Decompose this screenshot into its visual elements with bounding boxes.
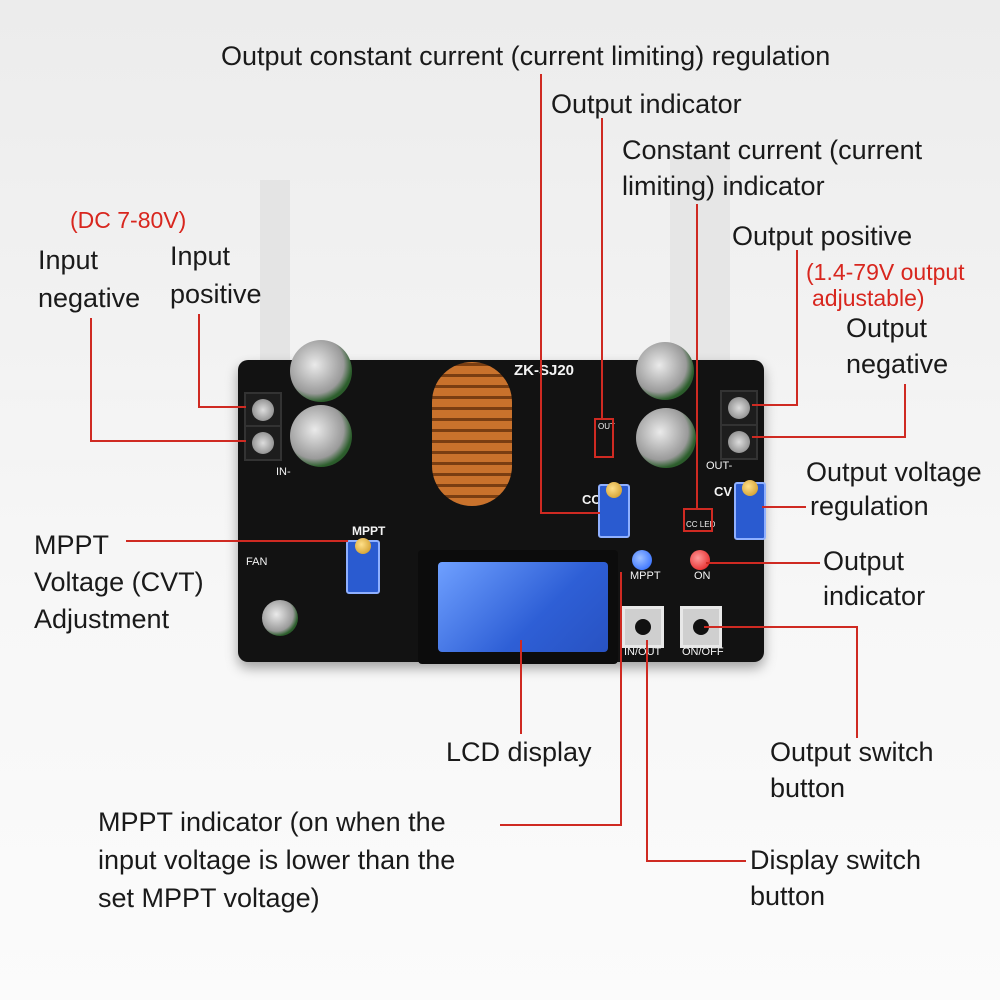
line-input-negative-h [90,440,246,442]
line-input-positive-h [198,406,246,408]
output-positive-terminal [720,390,758,426]
label-display-switch-2: button [750,881,826,911]
line-voltage-reg [762,506,806,508]
line-output-negative-v [904,384,906,438]
label-input-range: (DC 7-80V) [70,207,187,233]
display-switch-button[interactable] [622,606,664,648]
line-input-positive-v [198,314,200,408]
label-output-range-2: adjustable) [812,285,925,311]
label-mppt-adj-3: Adjustment [34,604,170,634]
line-output-switch-v [856,626,858,738]
silk-out-minus: OUT- [706,460,733,472]
lcd-display [418,550,618,664]
silk-cv: CV [714,484,733,499]
label-output-negative-1: Output [846,313,928,343]
line-output-positive-h [752,404,798,406]
output-capacitor-top [636,342,694,400]
label-cc-indicator-2: limiting) indicator [622,171,825,201]
mppt-potentiometer[interactable] [346,538,380,594]
line-output-indicator-r [706,562,820,564]
label-mppt-ind-1: MPPT indicator (on when the [98,807,446,837]
label-output-indicator-top: Output indicator [551,89,742,119]
output-negative-terminal [720,424,758,460]
silk-out: OUT [598,422,615,431]
line-input-negative-v [90,318,92,442]
output-capacitor-bottom [636,408,696,468]
label-input-positive-1: Input [170,241,231,271]
inductor-coil [432,362,512,506]
silk-in-out: IN/OUT [624,646,662,658]
line-mppt-ind-h [500,824,622,826]
line-output-indicator [601,118,603,418]
line-output-positive-v [796,250,798,406]
label-output-positive: Output positive [732,221,913,251]
line-display-switch-h [646,860,746,862]
silk-on-led: ON [694,570,711,582]
line-lcd [520,640,522,734]
input-positive-terminal [244,392,282,428]
label-voltage-reg-2: regulation [810,491,929,521]
input-negative-terminal [244,425,282,461]
silk-cc: CC [582,492,601,507]
line-output-negative-h [752,436,906,438]
label-output-switch-1: Output switch [770,737,934,767]
silk-in-minus: IN- [276,466,291,478]
input-capacitor-bottom [290,405,352,467]
label-input-positive-2: positive [170,279,262,309]
label-input-negative-2: negative [38,283,141,313]
label-output-indicator-r-1: Output [823,546,905,576]
label-mppt-adj-1: MPPT [34,530,110,560]
silk-on-off: ON/OFF [682,646,724,658]
silk-fan: FAN [246,556,268,568]
cc-potentiometer[interactable] [598,482,630,538]
label-display-switch-1: Display switch [750,845,922,875]
board-model: ZK-SJ20 [514,362,575,379]
label-output-indicator-r-2: indicator [823,581,926,611]
label-voltage-reg-1: Output voltage [806,457,982,487]
silk-mppt: MPPT [352,524,386,538]
input-capacitor-top [290,340,352,402]
label-output-negative-2: negative [846,349,949,379]
mppt-led [632,550,652,570]
line-display-switch-v [646,640,648,862]
output-led-outline [594,418,614,458]
label-mppt-adj-2: Voltage (CVT) [34,567,204,597]
line-cc-indicator [696,204,698,510]
label-mppt-ind-2: input voltage is lower than the [98,845,456,875]
label-mppt-ind-3: set MPPT voltage) [98,883,320,913]
cv-potentiometer[interactable] [734,480,766,540]
on-led [690,550,710,570]
line-output-switch-h [704,626,858,628]
line-cc-regulation-h [540,512,600,514]
label-lcd: LCD display [446,737,592,767]
small-capacitor [262,600,298,636]
label-cc-regulation: Output constant current (current limitin… [221,41,831,71]
label-cc-indicator-1: Constant current (current [622,135,923,165]
silk-mppt-led: MPPT [630,570,661,582]
line-cc-regulation-v [540,74,542,514]
cc-led-outline [683,508,713,532]
silk-cc-led: CC LED [686,520,716,529]
label-output-switch-2: button [770,773,846,803]
label-output-range-1: (1.4-79V output [806,259,965,285]
line-mppt-ind-v [620,572,622,824]
label-input-negative-1: Input [38,245,99,275]
line-mppt-adj [126,540,348,542]
